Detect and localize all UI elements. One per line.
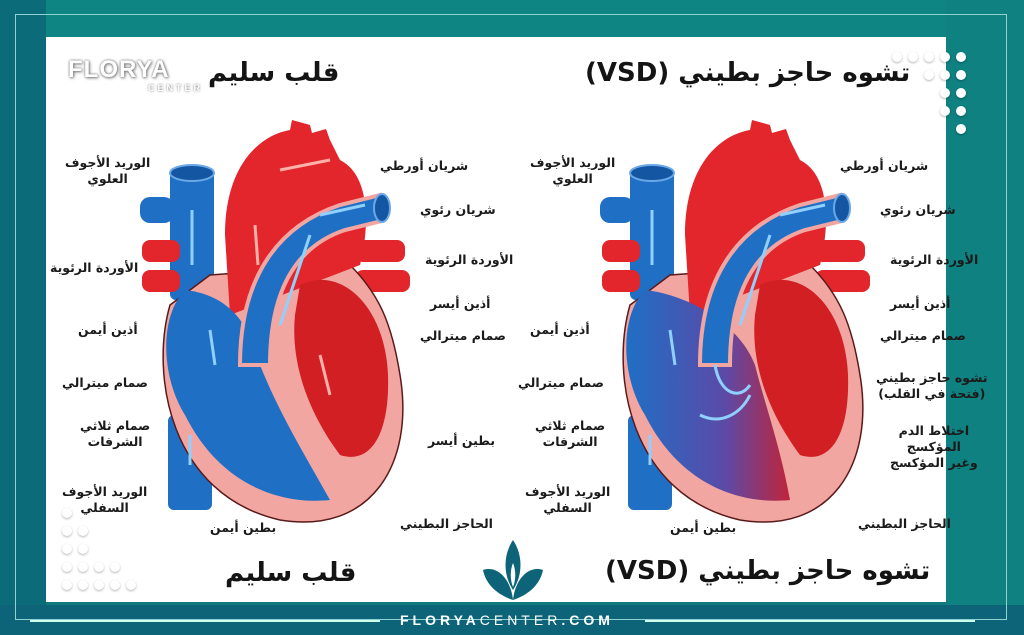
label-pulmonary-artery: شريان رئوي <box>420 202 496 217</box>
label-aorta: شريان أورطي <box>380 158 469 173</box>
label-right-ventricle: بطين أيمن <box>210 520 277 535</box>
vsd-label-aorta: شريان أورطي <box>840 158 929 173</box>
footer-line-left <box>30 620 380 622</box>
vsd-heart-diagram <box>600 120 870 523</box>
vsd-label-tricuspid-valve: صمام ثلاثي الشرفات <box>535 418 606 449</box>
logo-main-text: FLORYA <box>68 56 170 83</box>
vsd-label-mitral-valve-left: صمام ميترالي <box>518 375 605 390</box>
vsd-label-right-ventricle: بطين أيمن <box>670 520 737 535</box>
vsd-title-bottom: تشوه حاجز بطيني (VSD) <box>605 556 931 586</box>
vsd-label-mixed-blood: اختلاط الدم المؤكسج وغير المؤكسج <box>890 423 978 470</box>
lotus-logo-icon <box>483 540 543 600</box>
frame-top <box>0 0 1024 40</box>
healthy-heart-diagram <box>140 120 410 523</box>
footer-url: FLORYACENTER.COM <box>400 612 614 628</box>
label-mitral-valve-left: صمام ميترالي <box>62 375 149 390</box>
footer-line-right <box>645 620 975 622</box>
frame-right <box>946 0 1024 635</box>
vsd-label-ventricular-septum: الحاجز البطيني <box>858 516 951 531</box>
label-left-atrium: أذين أيسر <box>430 296 491 311</box>
frame-border-line <box>15 14 1007 620</box>
label-ventricular-septum: الحاجز البطيني <box>400 516 493 531</box>
label-pulmonary-veins-right: الأوردة الرئوية <box>425 252 514 267</box>
logo-sub-text: CENTER <box>148 83 204 93</box>
label-right-atrium: أذين أيمن <box>78 322 138 337</box>
vsd-label-inferior-vena-cava: الوريد الأجوف السفلي <box>525 484 611 515</box>
frame-left <box>0 0 46 635</box>
label-inferior-vena-cava: الوريد الأجوف السفلي <box>62 484 148 515</box>
vsd-label-left-atrium: أذين أيسر <box>890 296 951 311</box>
label-tricuspid-valve: صمام ثلاثي الشرفات <box>80 418 151 449</box>
vsd-label-right-atrium: أذين أيمن <box>530 322 590 337</box>
vsd-label-defect: تشوه حاجز بطيني (فتحة في القلب) <box>876 370 988 401</box>
vsd-label-superior-vena-cava: الوريد الأجوف العلوي <box>530 155 616 186</box>
label-left-ventricle: بطين أيسر <box>428 433 496 448</box>
label-superior-vena-cava: الوريد الأجوف العلوي <box>65 155 151 186</box>
label-pulmonary-veins-left: الأوردة الرئوية <box>50 260 139 275</box>
florya-logo: FLORYA CENTER <box>68 56 200 93</box>
healthy-heart-title-bottom: قلب سليم <box>225 558 357 588</box>
vsd-label-pulmonary-veins-right: الأوردة الرئوية <box>890 252 979 267</box>
label-mitral-valve-right: صمام ميترالي <box>420 328 507 343</box>
vsd-title-top: تشوه حاجز بطيني (VSD) <box>585 58 911 88</box>
healthy-heart-title-top: قلب سليم <box>208 58 340 88</box>
vsd-label-pulmonary-artery: شريان رئوي <box>880 202 956 217</box>
vsd-label-mitral-valve-right: صمام ميترالي <box>880 328 967 343</box>
